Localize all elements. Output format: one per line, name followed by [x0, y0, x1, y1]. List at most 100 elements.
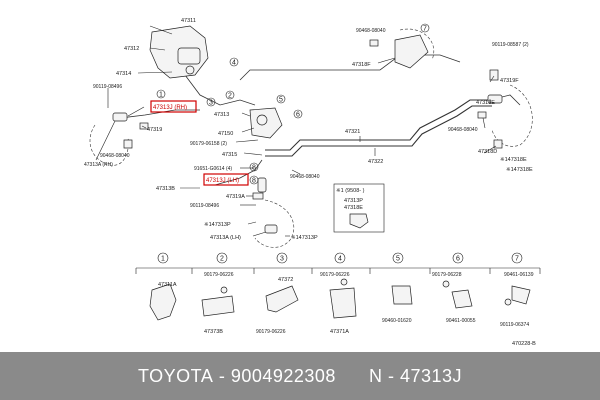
- hose-47313a-rh: [112, 112, 128, 122]
- callout-47313b: 47313B: [156, 186, 175, 192]
- highlight-47313j-rh: [150, 100, 197, 113]
- breakdown-90119-06374: 90119-06374: [500, 322, 529, 328]
- callout-47313: 47313: [214, 112, 229, 118]
- breakdown-drop-lines: [135, 268, 541, 274]
- clip-47319: [139, 122, 149, 130]
- caption-separator-2: N -: [335, 365, 400, 386]
- bolt-90179-c: [340, 278, 348, 286]
- hose-47313j-lh: [257, 177, 267, 193]
- rotor-rear-outline: [491, 84, 533, 147]
- callout-47314: 47314: [116, 71, 131, 77]
- circle-7-breakdown: 7: [515, 256, 519, 263]
- rotor-lh-outline: [254, 199, 295, 248]
- bracket-47318d: [493, 139, 503, 149]
- clip-47319f: [489, 69, 499, 81]
- circle-3-main: 3: [209, 100, 213, 107]
- callout-147313p-b: ※147313P: [291, 234, 318, 241]
- circle-6-breakdown: 6: [456, 256, 460, 263]
- leader-lines: [95, 25, 497, 237]
- breakdown-circled-refs: 1 2 3 4 5 6 7: [157, 252, 523, 264]
- bolt-90179-a: [220, 286, 228, 294]
- breakdown-90461-06139: 90461-06139: [504, 272, 534, 278]
- callout-47313e: 47313E: [476, 100, 495, 106]
- callout-47313a-lh: 47313A (LH): [210, 235, 241, 241]
- callout-147313p-a: ※147313P: [204, 221, 231, 228]
- part-caption-bar: TOYOTA - 9004922308 N - 47313J: [0, 352, 600, 400]
- breakdown-47373b: 47373B: [204, 329, 223, 335]
- callout-90468-08040-b: 90468-08040: [290, 174, 320, 180]
- callout-91651-g0614: 91651-G0614 (4): [194, 166, 232, 172]
- rotor-rear-upper-outline: [399, 28, 434, 61]
- breakdown-90179-06228: 90179-06228: [432, 272, 462, 278]
- callout-47150: 47150: [218, 131, 233, 137]
- circle-4-breakdown: 4: [338, 256, 342, 263]
- circle-8-main-b: 8: [252, 178, 256, 185]
- part-47371a: [329, 287, 357, 319]
- circle-5-breakdown: 5: [396, 256, 400, 263]
- callout-90179-06158: 90179-06158 (2): [190, 141, 227, 147]
- circle-7-main: 7: [423, 26, 427, 33]
- inset-clip-part: [349, 213, 369, 229]
- breakdown-90179-06226-c: 90179-06226: [320, 272, 350, 278]
- clip-47319a: [252, 192, 264, 200]
- brake-line-diagram: 47311 47312 47314 90119-08496 47313J (RH…: [84, 18, 541, 347]
- highlight-47313j-lh: [203, 173, 249, 186]
- master-cylinder-port: [185, 65, 195, 75]
- brake-pipe-main-lower: [265, 105, 492, 157]
- callout-147318e-b: ※147318E: [506, 166, 533, 173]
- callout-90119-08587: 90119-08587 (2): [492, 42, 529, 48]
- callout-47319f: 47319F: [500, 78, 519, 84]
- brake-pipe-upper: [239, 54, 461, 81]
- reservoir: [177, 47, 201, 65]
- hose-47313a-lh: [264, 224, 278, 234]
- circle-5-main: 5: [279, 97, 283, 104]
- callout-47318d: 47318D: [478, 149, 497, 155]
- callout-47315: 47315: [222, 152, 237, 158]
- callout-47312: 47312: [124, 46, 139, 52]
- circle-3-breakdown: 3: [280, 256, 284, 263]
- callout-47319: 47319: [147, 127, 162, 133]
- callout-47311: 47311: [181, 18, 196, 24]
- callout-47318f: 47318F: [352, 62, 371, 68]
- brand-name: TOYOTA: [137, 365, 214, 386]
- circle-6-main: 6: [296, 112, 300, 119]
- callout-47313a-rh: 47313A (RH): [84, 162, 113, 168]
- inset-note-label: ※1 (9508- ): [336, 187, 365, 194]
- breakdown-47372: 47372: [278, 277, 293, 283]
- callout-47321: 47321: [345, 129, 360, 135]
- callout-90119-08496-b: 90119-08496: [190, 203, 219, 209]
- breakdown-90179-06226-b: 90179-06226: [256, 329, 286, 335]
- breakdown-90460-01620: 90460-01620: [382, 318, 412, 324]
- bolt-90179-06228: [442, 280, 450, 288]
- rotor-rh-outline: [89, 124, 129, 166]
- circle-1-main: 1: [159, 92, 163, 99]
- breakdown-47371a: 47371A: [330, 329, 349, 335]
- callout-90468-08040-d: 90468-08040: [448, 127, 478, 133]
- circle-2-breakdown: 2: [220, 256, 224, 263]
- part-47372: [265, 285, 299, 313]
- breakdown-90179-06226-a: 90179-06226: [204, 272, 234, 278]
- breakdown-90461-00055: 90461-00055: [446, 318, 476, 324]
- circle-4-main: 4: [232, 60, 236, 67]
- circle-8-main-a: 8: [252, 165, 256, 172]
- brake-pipe-left: [184, 74, 256, 106]
- inset-47313p: 47313P: [344, 198, 363, 204]
- part-90461-clip: [451, 289, 473, 309]
- bracket-47318f: [394, 34, 429, 69]
- part-90460-clip: [391, 285, 413, 305]
- callout-47322: 47322: [368, 159, 383, 165]
- clip-90468-rear: [369, 39, 379, 47]
- inset-47318e: 47318E: [344, 205, 363, 211]
- inset-box-note1: [333, 183, 385, 233]
- callout-47319a: 47319A: [226, 194, 245, 200]
- callout-90468-08040-a: 90468-08040: [100, 153, 130, 159]
- callout-47313j-lh: 47313J (LH): [206, 178, 239, 184]
- reference-code: 47313J: [399, 365, 463, 386]
- diagram-code: 470228-B: [512, 341, 536, 347]
- part-47311a: [149, 283, 177, 321]
- circle-1-breakdown: 1: [161, 256, 165, 263]
- callout-147318e-a: ※147318E: [500, 156, 527, 163]
- breakdown-47311a: 47311A: [158, 282, 177, 288]
- circle-2-main: 2: [228, 93, 232, 100]
